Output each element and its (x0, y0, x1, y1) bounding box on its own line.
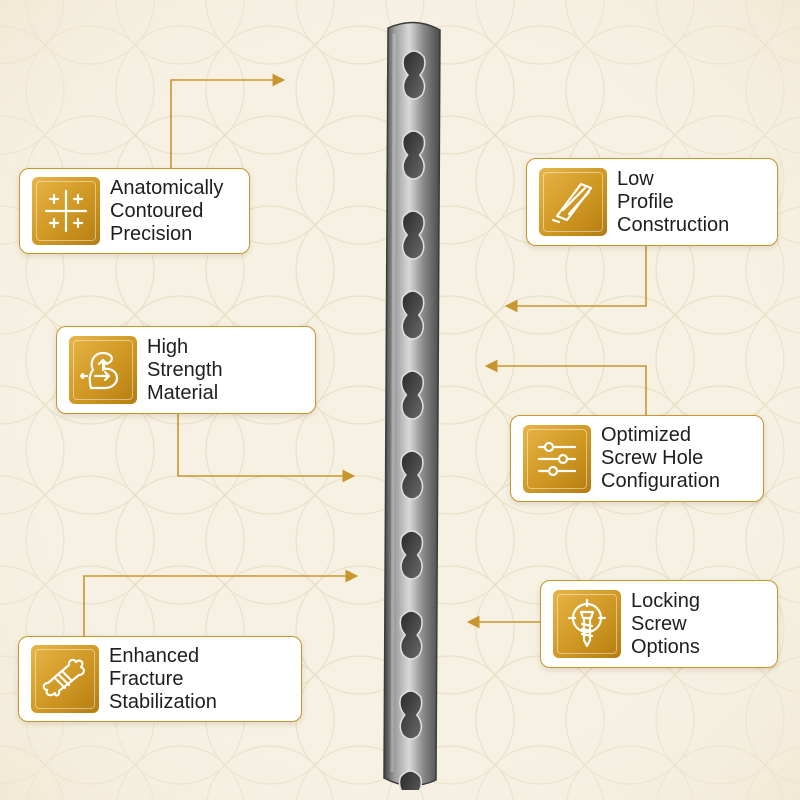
plate-screw-hole (401, 130, 426, 180)
connector-strength (177, 414, 356, 483)
connector-lowprofile (504, 246, 647, 313)
plate-screw-hole (400, 370, 425, 420)
connector-screwhole (484, 359, 647, 415)
connector-fracture (83, 569, 359, 636)
plate-screw-hole (401, 210, 425, 260)
plate-screw-hole (402, 50, 426, 100)
bone-plate-image (370, 20, 460, 800)
thin-plate-icon (539, 168, 607, 236)
connector-anatomically (170, 73, 286, 168)
feature-label: Low Profile Construction (617, 167, 730, 236)
flexing-arm-icon (69, 336, 137, 404)
feature-label: Optimized Screw Hole Configuration (601, 424, 720, 492)
feature-label: Enhanced Fracture Stabilization (109, 644, 217, 713)
feature-card-screw-hole-configuration: Optimized Screw Hole Configuration (510, 415, 764, 502)
feature-label: Locking Screw Options (631, 589, 700, 658)
feature-card-fracture-stabilization: Enhanced Fracture Stabilization (18, 636, 302, 722)
feature-label: Anatomically Contoured Precision (110, 176, 224, 245)
plate-screw-hole (399, 690, 423, 740)
screw-target-icon (553, 590, 621, 658)
plate-screw-hole (400, 450, 424, 500)
bone-icon (31, 645, 99, 713)
feature-card-anatomically-contoured: Anatomically Contoured Precision (19, 168, 250, 254)
feature-label: High Strength Material (147, 335, 223, 404)
plate-screw-hole (399, 530, 424, 580)
sliders-icon (523, 424, 591, 493)
feature-card-high-strength: High Strength Material (56, 326, 316, 414)
crosshair-plus-icon (32, 177, 100, 245)
plate-screw-hole (401, 290, 425, 340)
feature-card-locking-screw: Locking Screw Options (540, 580, 778, 668)
plate-screw-hole (399, 610, 423, 660)
feature-card-low-profile: Low Profile Construction (526, 158, 778, 246)
